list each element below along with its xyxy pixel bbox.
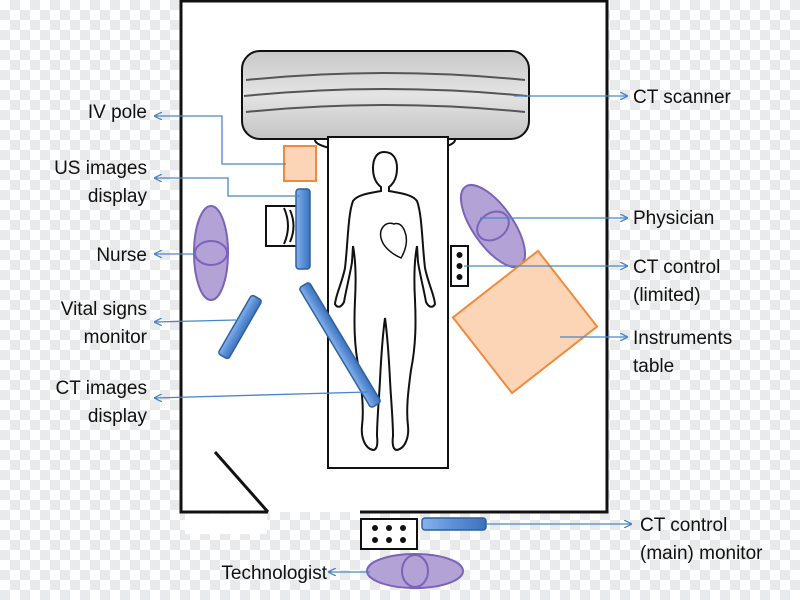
nurse-figure [193,205,229,301]
label-ct-images-display-line1: CT images [55,378,147,399]
label-instruments-table-line1: Instruments [633,328,732,349]
instruments-table [451,249,599,395]
label-ct-control-main-line2: (main) monitor [640,543,763,564]
leader-iv-pole [155,116,286,165]
label-ct-control-main-line1: CT control [640,515,727,536]
label-vital-signs-monitor-line1: Vital signs [61,299,147,320]
vital-signs-monitor [218,294,262,360]
room-door-swing [213,451,270,513]
label-ct-scanner: CT scanner [633,87,732,108]
room-wall [179,0,609,514]
physician-figure [459,184,527,268]
label-instruments-table-line2: table [633,356,674,377]
leader-vital-signs-monitor [155,320,237,322]
label-nurse: Nurse [96,245,147,266]
ct-control-main-monitor [421,517,487,531]
ct-control-limited-panel [450,245,469,287]
label-technologist: Technologist [221,563,327,584]
iv-pole-box [283,145,317,182]
leader-us-images-display [155,178,300,197]
technologist-figure [366,553,464,589]
label-iv-pole: IV pole [88,102,147,123]
label-ct-control-limited-line1: CT control [633,257,720,278]
leader-ct-images-display [155,391,369,398]
leader-lines [155,96,631,572]
ultrasound-machine [265,205,299,247]
label-us-images-display-line1: US images [54,158,147,179]
ct-control-main-console [360,518,418,550]
label-us-images-display-line2: display [88,186,148,207]
ct-images-display [299,282,381,408]
label-ct-images-display-line2: display [88,406,148,427]
label-vital-signs-monitor-line2: monitor [84,327,148,348]
room-door-opening [185,514,267,534]
us-images-display [295,188,311,270]
label-ct-control-limited-line2: (limited) [633,285,701,306]
heart-outline [379,222,408,259]
label-physician: Physician [633,208,714,229]
